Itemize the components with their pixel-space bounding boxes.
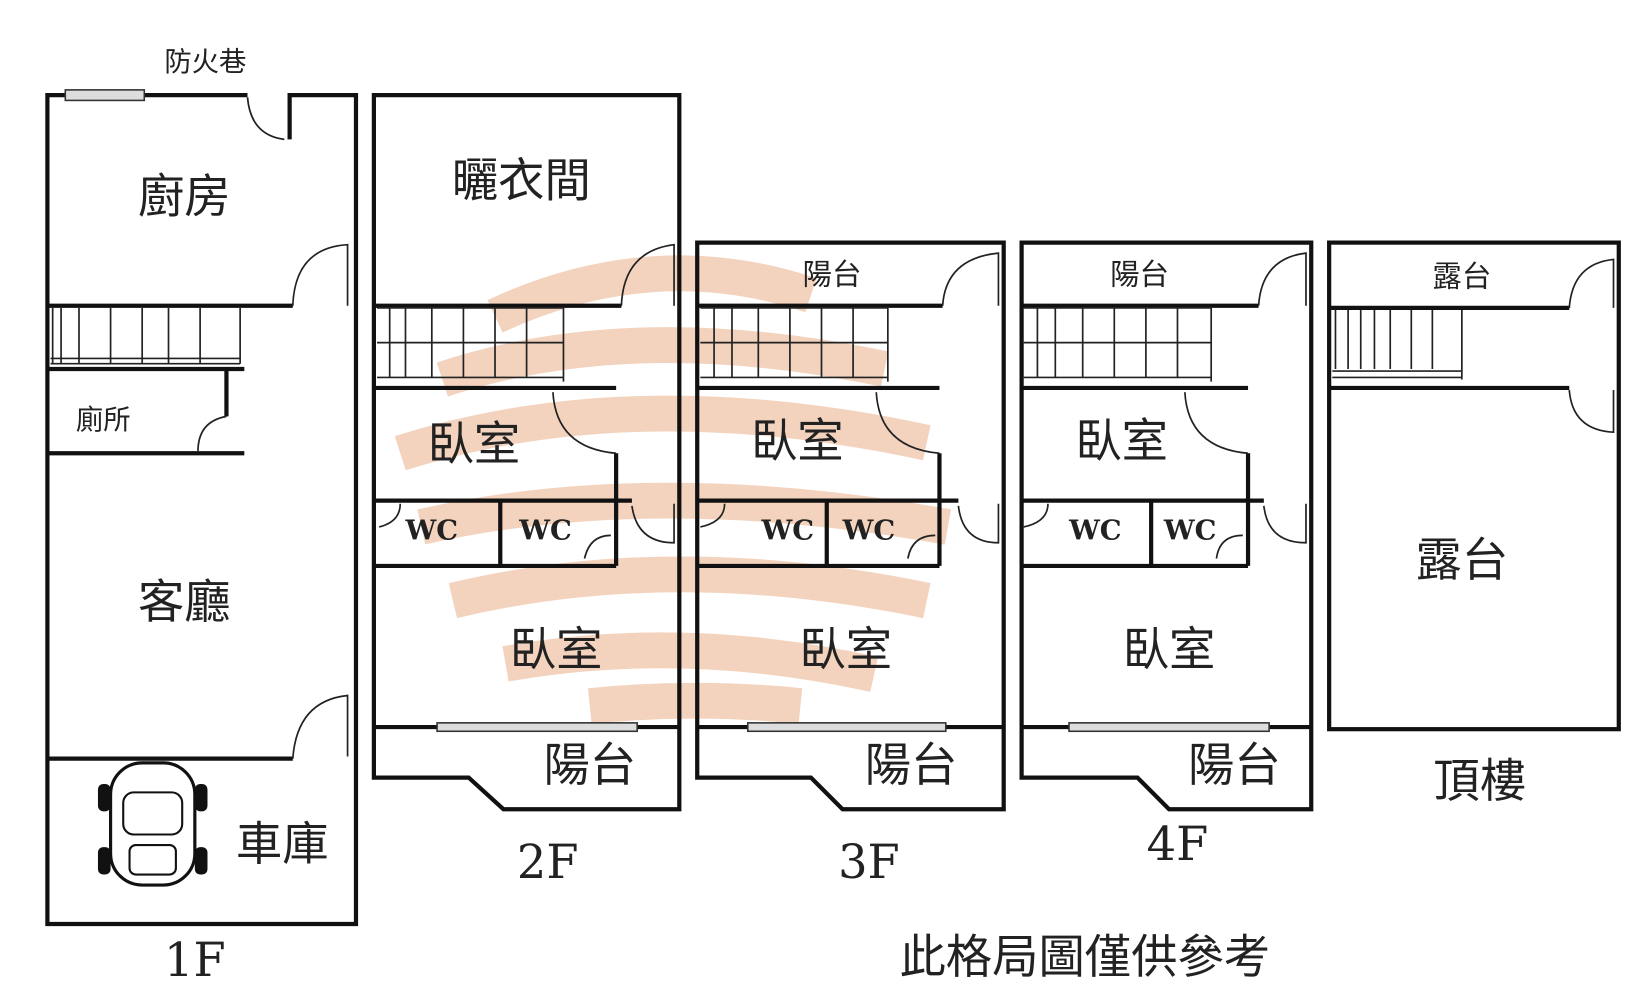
door-icon <box>875 392 940 455</box>
floor-4f: 陽台 臥室 WC WC 臥室 陽台 4F <box>1019 240 1314 871</box>
bedroom-label: 臥室 <box>428 417 521 471</box>
sliding-window <box>746 722 947 733</box>
bedroom-label: 臥室 <box>1123 622 1216 676</box>
garage-label: 車庫 <box>236 817 329 871</box>
door-icon <box>583 534 611 559</box>
wc-label: WC <box>1068 515 1122 547</box>
door-icon <box>957 503 1000 544</box>
door-icon <box>246 97 285 141</box>
kitchen-label: 廚房 <box>138 169 231 223</box>
door-icon <box>1568 389 1615 434</box>
door-icon <box>552 392 617 455</box>
wc-label: WC <box>518 515 572 547</box>
door-icon <box>378 503 402 528</box>
wc-label: WC <box>842 515 896 547</box>
floor-2f: 曬衣間 臥室 WC WC 臥室 陽台 2F <box>371 93 682 889</box>
floor-label-2f: 2F <box>517 835 579 889</box>
balcony-label: 陽台 <box>1188 738 1281 792</box>
door-icon <box>631 503 675 544</box>
floor-label-1f: 1F <box>164 933 226 987</box>
fire-lane-label: 防火巷 <box>164 47 246 78</box>
floor-roof: 露台 露台 頂樓 <box>1327 240 1621 808</box>
staircase <box>50 307 241 365</box>
door-icon <box>291 694 349 759</box>
door-icon <box>1263 503 1307 544</box>
balcony-label: 陽台 <box>543 738 636 792</box>
door-icon <box>1184 392 1249 455</box>
balcony-label: 陽台 <box>865 738 958 792</box>
wc-label: WC <box>1163 515 1217 547</box>
bedroom-label: 臥室 <box>751 414 844 468</box>
door-icon <box>620 243 675 306</box>
staircase <box>377 307 565 382</box>
door-icon <box>1568 258 1615 308</box>
door-icon <box>1257 252 1307 306</box>
sliding-window <box>436 722 638 733</box>
staircase <box>1023 307 1213 382</box>
wc-label: WC <box>405 515 459 547</box>
floor-3f: 陽台 臥室 WC WC 臥室 陽台 3F <box>695 240 1006 889</box>
car-icon <box>97 761 208 887</box>
living-room-label: 客廳 <box>138 575 231 629</box>
door-icon <box>197 415 227 452</box>
floor-1f: 防火巷 廚房 廁所 客廳 車庫 1F <box>45 47 359 987</box>
wc-label: WC <box>761 515 815 547</box>
door-icon <box>700 503 726 528</box>
window <box>64 89 146 102</box>
disclaimer-text: 此格局圖僅供參考 <box>899 930 1270 984</box>
balcony-label: 陽台 <box>1110 257 1169 291</box>
balcony-label: 陽台 <box>803 257 862 291</box>
staircase <box>1332 310 1463 380</box>
door-icon <box>1023 503 1049 528</box>
door-icon <box>907 534 936 559</box>
door-icon <box>1215 534 1243 559</box>
laundry-room-label: 曬衣間 <box>452 154 591 208</box>
staircase <box>700 307 889 382</box>
floor-label-4f: 4F <box>1147 817 1209 871</box>
door-icon <box>941 252 1000 306</box>
toilet-label: 廁所 <box>76 405 131 436</box>
terrace-label: 露台 <box>1416 533 1509 587</box>
floor-label-roof: 頂樓 <box>1433 754 1526 808</box>
floor-label-3f: 3F <box>838 835 900 889</box>
bedroom-label: 臥室 <box>799 622 892 676</box>
door-icon <box>291 243 349 306</box>
terrace-label: 露台 <box>1432 259 1491 293</box>
bedroom-label: 臥室 <box>510 622 603 676</box>
bedroom-label: 臥室 <box>1075 414 1168 468</box>
sliding-window <box>1068 722 1270 733</box>
